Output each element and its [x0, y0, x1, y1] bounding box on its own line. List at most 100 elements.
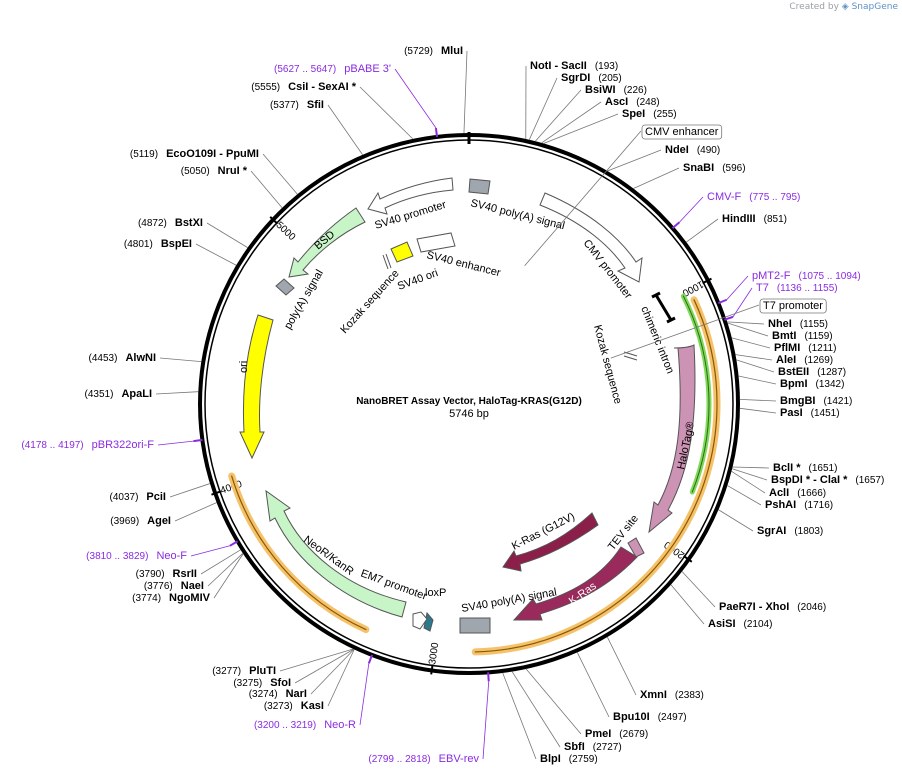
enzyme-site[interactable]: AsiSI(2104): [670, 584, 772, 630]
feature-cmv-promoter[interactable]: CMV promoter: [539, 192, 643, 301]
enzyme-position: (1803): [794, 526, 823, 537]
enzyme-position: (3273): [264, 701, 293, 712]
primer-site[interactable]: (3810 .. 3829)Neo-F: [86, 540, 239, 562]
enzyme-site[interactable]: (3277)PluTI: [212, 648, 354, 677]
feature-halotag[interactable]: HaloTag®: [648, 344, 697, 534]
enzyme-leader-line: [736, 359, 775, 373]
feature-kozak-right[interactable]: Kozak sequence: [591, 324, 638, 406]
feature-neor-kanr[interactable]: NeoR/KanR: [265, 489, 407, 618]
enzyme-label: (4453)AlwNI: [89, 352, 156, 364]
enzyme-site[interactable]: (5729)MluI: [404, 45, 468, 134]
enzyme-name: RsrII: [173, 568, 197, 580]
primer-site[interactable]: T7(1136 .. 1155): [724, 282, 838, 321]
boxed-feature-label[interactable]: CMV enhancer: [524, 124, 723, 267]
primer-site[interactable]: (3200 .. 3219)Neo-R: [254, 654, 374, 731]
feature-chimeric-intron[interactable]: chimeric intron: [638, 291, 676, 375]
enzyme-position: (1155): [800, 319, 828, 330]
enzyme-site[interactable]: AclI(1666): [731, 470, 827, 499]
enzyme-site[interactable]: (3275)SfoI: [233, 648, 354, 689]
enzyme-site[interactable]: BpmI(1342): [738, 375, 845, 390]
enzyme-site[interactable]: BspDI * - ClaI *(1657): [732, 468, 884, 486]
enzyme-name: AclI: [769, 487, 789, 499]
enzyme-leader-line: [155, 391, 199, 395]
primer-site[interactable]: CMV-F(775 .. 795): [671, 191, 801, 229]
enzyme-site[interactable]: SbfI(2727): [511, 671, 622, 753]
enzyme-label: (3274)NarI: [249, 688, 307, 700]
enzyme-site[interactable]: (5377)SfiI: [270, 99, 363, 155]
enzyme-position: (5050): [181, 166, 210, 177]
enzyme-position: (3274): [249, 689, 278, 700]
enzyme-name: PciI: [146, 491, 166, 503]
feature-kozak-left[interactable]: Kozak sequence: [338, 253, 402, 336]
feature-k-ras-g12v[interactable]: K-Ras (G12V): [502, 511, 599, 572]
enzyme-site[interactable]: BlpI(2759): [502, 672, 598, 765]
enzyme-site[interactable]: BsiWI(226): [534, 84, 647, 142]
enzyme-site[interactable]: PasI(1451): [739, 407, 840, 419]
enzyme-name: BlpI: [540, 753, 561, 765]
boxed-feature-label[interactable]: T7 promoter: [610, 298, 827, 359]
enzyme-site[interactable]: AscI(248): [541, 96, 660, 144]
enzyme-site[interactable]: HindIII(851): [686, 213, 787, 243]
enzyme-site[interactable]: SpeI(255): [543, 108, 677, 144]
enzyme-site[interactable]: NotI - SacII(193): [525, 60, 618, 140]
enzyme-name: Bpu10I: [613, 711, 650, 723]
enzyme-position: (1287): [817, 367, 846, 378]
enzyme-site[interactable]: (5555)CsiI - SexAI *: [251, 81, 414, 140]
enzyme-position: (193): [595, 61, 618, 72]
enzyme-name: BstXI: [175, 217, 203, 229]
enzyme-position: (226): [624, 85, 647, 96]
enzyme-site[interactable]: SnaBI(596): [633, 162, 746, 189]
primer-position: (1136 .. 1155): [777, 283, 838, 294]
enzyme-site[interactable]: (4872)BstXI: [138, 217, 248, 248]
enzyme-site[interactable]: (3776)NaeI: [144, 552, 244, 592]
primer-site[interactable]: pMT2-F(1075 .. 1094): [717, 270, 861, 305]
feature-polya-signal[interactable]: poly(A) signal: [275, 268, 326, 332]
enzyme-site[interactable]: SgrAI (1803): [718, 509, 824, 537]
enzyme-site[interactable]: (4351)ApaLI: [85, 388, 199, 400]
enzyme-site[interactable]: AleI(1269): [735, 354, 833, 366]
enzyme-site[interactable]: (4801)BspEI: [124, 238, 237, 266]
primer-site[interactable]: (4178 .. 4197)pBR322ori-F: [21, 438, 203, 451]
enzyme-site[interactable]: (3774)NgoMIV: [132, 553, 244, 604]
enzyme-site[interactable]: (3274)NarI: [249, 649, 355, 700]
enzyme-name: SnaBI: [683, 162, 714, 174]
enzyme-position: (3776): [144, 581, 173, 592]
primer-mark: [434, 127, 439, 138]
enzyme-site[interactable]: (3790)RsrII: [136, 549, 241, 580]
enzyme-site[interactable]: (4453)AlwNI: [89, 352, 202, 364]
enzyme-leader-line: [735, 354, 773, 361]
enzyme-site[interactable]: PflMI(1211): [731, 337, 837, 354]
enzyme-site[interactable]: PshAI(1716): [727, 485, 833, 511]
enzyme-site[interactable]: (3273)KasI: [264, 649, 355, 712]
enzyme-label: BmtI(1159): [772, 330, 833, 342]
enzyme-site[interactable]: BclI *(1651): [732, 462, 838, 474]
primer-leader-line: [679, 196, 704, 223]
enzyme-site[interactable]: (4037)PciI: [110, 483, 211, 503]
primer-label: CMV-F(775 .. 795): [707, 191, 800, 203]
enzyme-site[interactable]: (5119)EcoO109I - PpuMI: [130, 148, 298, 195]
enzyme-site[interactable]: BmgBI(1421): [739, 395, 852, 407]
enzyme-leader-line: [279, 648, 354, 672]
enzyme-position: (1269): [804, 355, 833, 366]
feature-bsd[interactable]: BSD: [288, 207, 366, 278]
primer-mark: [724, 315, 734, 321]
enzyme-site[interactable]: SgrDI(205): [528, 72, 622, 140]
feature-sv40-promoter[interactable]: SV40 promoter: [367, 177, 454, 232]
enzyme-name: PasI: [780, 407, 803, 419]
primer-site[interactable]: (5627 .. 5647)pBABE 3': [274, 63, 439, 138]
enzyme-site[interactable]: PmeI(2679): [525, 668, 648, 740]
enzyme-site[interactable]: BmtI(1159): [727, 322, 833, 342]
enzyme-site[interactable]: (3969)AgeI: [110, 502, 217, 527]
enzyme-site[interactable]: NheI(1155): [727, 318, 828, 330]
feature-ori[interactable]: ori: [238, 314, 274, 460]
enzyme-site[interactable]: XmnI(2383): [606, 636, 704, 701]
enzyme-name: SgrAI: [757, 525, 786, 537]
enzyme-site[interactable]: BstEII(1287): [736, 359, 846, 378]
primer-site[interactable]: (2799 .. 2818)EBV-rev: [368, 672, 490, 765]
enzyme-site[interactable]: (5050)NruI *: [181, 165, 283, 209]
enzyme-site[interactable]: Bpu10I(2497): [576, 652, 687, 723]
enzyme-site[interactable]: NdeI(490): [607, 144, 720, 172]
primer-position: (3810 .. 3829): [86, 551, 148, 562]
enzyme-site[interactable]: PaeR7I - XhoI(2046): [681, 571, 826, 613]
primer-position: (4178 .. 4197): [21, 440, 83, 451]
